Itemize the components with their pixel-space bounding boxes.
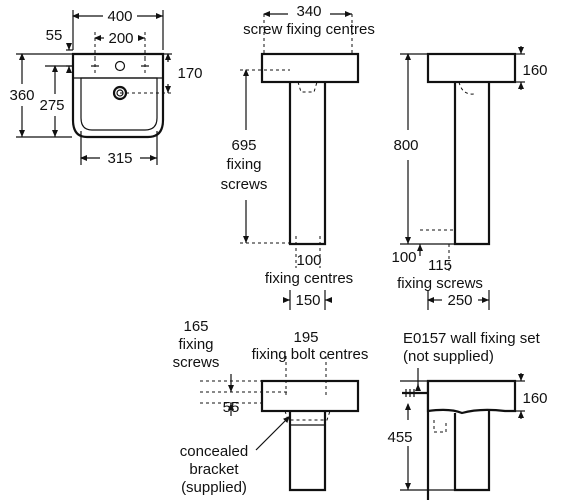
dim-250: 250 — [447, 292, 472, 309]
basin-front — [260, 52, 360, 84]
pedestal-front — [288, 82, 327, 246]
dim-55-plan: 55 — [46, 27, 63, 44]
dim-800: 800 — [393, 137, 418, 154]
dim-55-semi: 55 — [223, 399, 240, 416]
basin-plan-bowl — [80, 77, 158, 131]
label-not-supplied: (not supplied) — [403, 348, 494, 365]
dim-170: 170 — [177, 65, 202, 82]
dim-100-side: 100 — [391, 249, 416, 266]
basin-side — [426, 52, 517, 84]
semi-pedestal-front — [288, 411, 327, 492]
side-semi-pedestal-view: E0157 wall fixing set (not supplied) 160… — [387, 330, 548, 500]
label-fixing-screws-floor: fixing screws — [397, 275, 483, 292]
dim-100-front: 100 — [296, 252, 321, 269]
side-pedestal-view: 160 800 100 115 fixing screws 250 — [391, 46, 548, 310]
dim-150: 150 — [295, 292, 320, 309]
label-bracket: bracket — [189, 461, 239, 478]
basin-side-semi — [426, 379, 517, 415]
dim-160-semi: 160 — [522, 390, 547, 407]
label-supplied: (supplied) — [181, 479, 247, 496]
tap-hole — [114, 60, 126, 72]
label-wall-fixing-set: E0157 wall fixing set — [403, 330, 541, 347]
front-pedestal-view: 340 screw fixing centres 695 fixing scre… — [221, 3, 375, 310]
label-fixing-semi: fixing — [178, 336, 213, 353]
plan-view: 400 200 55 360 275 170 315 — [9, 8, 202, 167]
label-fixing-bolt-centres: fixing bolt centres — [252, 346, 369, 363]
basin-front-semi — [260, 379, 360, 413]
label-screw-fixing-centres: screw fixing centres — [243, 21, 375, 38]
dim-455: 455 — [387, 429, 412, 446]
label-screws: screws — [221, 176, 268, 193]
semi-pedestal-side — [453, 410, 491, 492]
dim-315: 315 — [107, 150, 132, 167]
dim-275: 275 — [39, 97, 64, 114]
front-semi-pedestal-view: 165 fixing screws 195 fixing bolt centre… — [173, 318, 369, 496]
dim-165: 165 — [183, 318, 208, 335]
pedestal-side — [453, 82, 491, 246]
label-fixing-centres: fixing centres — [265, 270, 353, 287]
dim-200: 200 — [108, 30, 133, 47]
dim-160-top: 160 — [522, 62, 547, 79]
dim-695: 695 — [231, 137, 256, 154]
dim-360: 360 — [9, 87, 34, 104]
label-concealed: concealed — [180, 443, 248, 460]
dim-340: 340 — [296, 3, 321, 20]
label-fixing: fixing — [226, 156, 261, 173]
dim-115: 115 — [428, 257, 452, 274]
basin-plan-outline — [71, 52, 165, 139]
dim-400: 400 — [107, 8, 132, 25]
dim-195: 195 — [293, 329, 318, 346]
label-screws-semi: screws — [173, 354, 220, 371]
